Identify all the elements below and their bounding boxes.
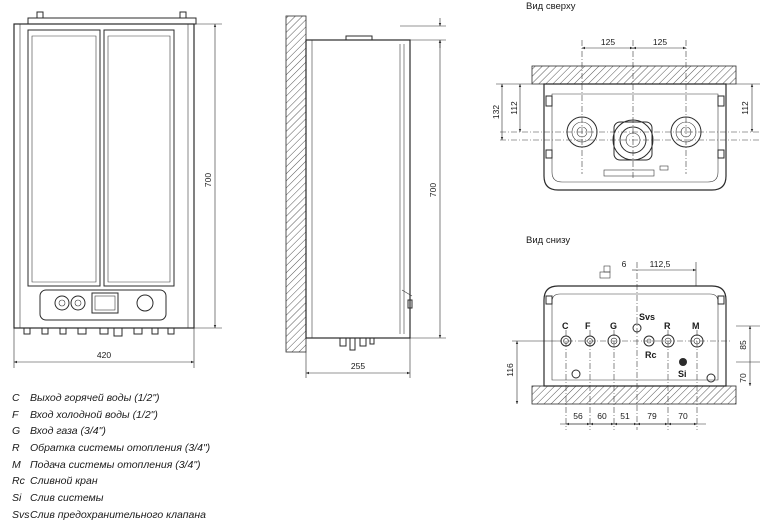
bottom-row-dim-2: 60 — [597, 411, 607, 421]
legend-key: R — [12, 442, 20, 455]
bottom-right-upper-dim: 85 — [738, 340, 748, 350]
bottom-view-title: Вид снизу — [526, 235, 570, 246]
front-height-dim: 700 — [203, 173, 213, 187]
connection-Si: Si — [678, 358, 687, 379]
legend-row: G Вход газа (3/4") — [12, 425, 312, 442]
label-Rc: Rc — [645, 350, 657, 360]
legend-desc: Обратка системы отопления (3/4") — [30, 442, 211, 455]
bottom-row-dim-3: 51 — [620, 411, 630, 421]
legend-desc: Выход горячей воды (1/2") — [30, 392, 160, 404]
connection-G: G — [607, 321, 621, 348]
bottom-view: Вид снизу C F G Svs — [505, 235, 760, 430]
legend-desc: Подача системы отопления (3/4") — [30, 458, 201, 471]
legend-desc: Вход холодной воды (1/2") — [30, 408, 158, 421]
bottom-left-height-dim: 116 — [505, 363, 515, 377]
front-width-dim: 420 — [97, 350, 111, 360]
connection-Rc: Rc — [643, 335, 657, 360]
front-view: 700 420 — [13, 11, 222, 368]
connection-F: F — [584, 321, 596, 347]
legend-desc: Слив предохранительного клапана — [30, 508, 206, 521]
legend-row: Si Слив системы — [12, 492, 312, 509]
connection-C: C — [560, 321, 572, 347]
bottom-right-lower-dim: 70 — [738, 373, 748, 383]
legend-key: F — [12, 408, 19, 421]
connection-legend: C Выход горячей воды (1/2") F Вход холодно… — [12, 392, 312, 526]
connection-Svs: Svs — [632, 312, 655, 333]
legend-row: M Подача системы отопления (3/4") — [12, 459, 312, 476]
label-Si: Si — [678, 369, 687, 379]
bottom-row-dim-1: 56 — [573, 411, 583, 421]
legend-key: C — [12, 392, 20, 404]
top-view-title: Вид сверху — [526, 1, 576, 12]
top-left-outer-dim: 132 — [491, 105, 501, 119]
legend-key: G — [12, 425, 21, 438]
side-height-dim: 700 — [428, 183, 438, 197]
label-C: C — [562, 321, 569, 331]
legend-row: Rc Сливной кран — [12, 475, 312, 492]
label-M: M — [692, 321, 700, 331]
label-F: F — [585, 321, 591, 331]
bottom-row-dim-4: 79 — [647, 411, 657, 421]
top-right-dim: 112 — [740, 101, 750, 115]
top-left-inner-dim: 112 — [509, 101, 519, 115]
legend-row: R Обратка системы отопления (3/4") — [12, 442, 312, 459]
legend-desc: Слив системы — [30, 492, 104, 505]
bottom-dim-112-5: 112,5 — [650, 259, 671, 269]
legend-row: F Вход холодной воды (1/2") — [12, 409, 312, 426]
label-R: R — [664, 321, 671, 331]
legend-key: Si — [12, 492, 22, 505]
bottom-row-dim-5: 70 — [678, 411, 688, 421]
legend-row: C Выход горячей воды (1/2") — [12, 392, 312, 409]
connection-R: R — [661, 321, 675, 348]
label-G: G — [610, 321, 617, 331]
side-view: 700 255 — [285, 15, 446, 378]
top-spacing-left-dim: 125 — [601, 37, 615, 47]
legend-key: Svs — [12, 508, 30, 521]
label-Svs: Svs — [639, 312, 655, 322]
top-spacing-right-dim: 125 — [653, 37, 667, 47]
legend-desc: Сливной кран — [30, 475, 98, 488]
legend-key: Rc — [12, 475, 25, 488]
top-view: Вид сверху 125 125 — [491, 1, 760, 191]
bottom-dim-6: 6 — [622, 259, 627, 269]
side-depth-dim: 255 — [351, 361, 365, 371]
front-connection-stubs — [23, 327, 175, 337]
legend-desc: Вход газа (3/4") — [30, 425, 106, 438]
connection-M: M — [690, 321, 704, 348]
legend-key: M — [12, 458, 21, 471]
